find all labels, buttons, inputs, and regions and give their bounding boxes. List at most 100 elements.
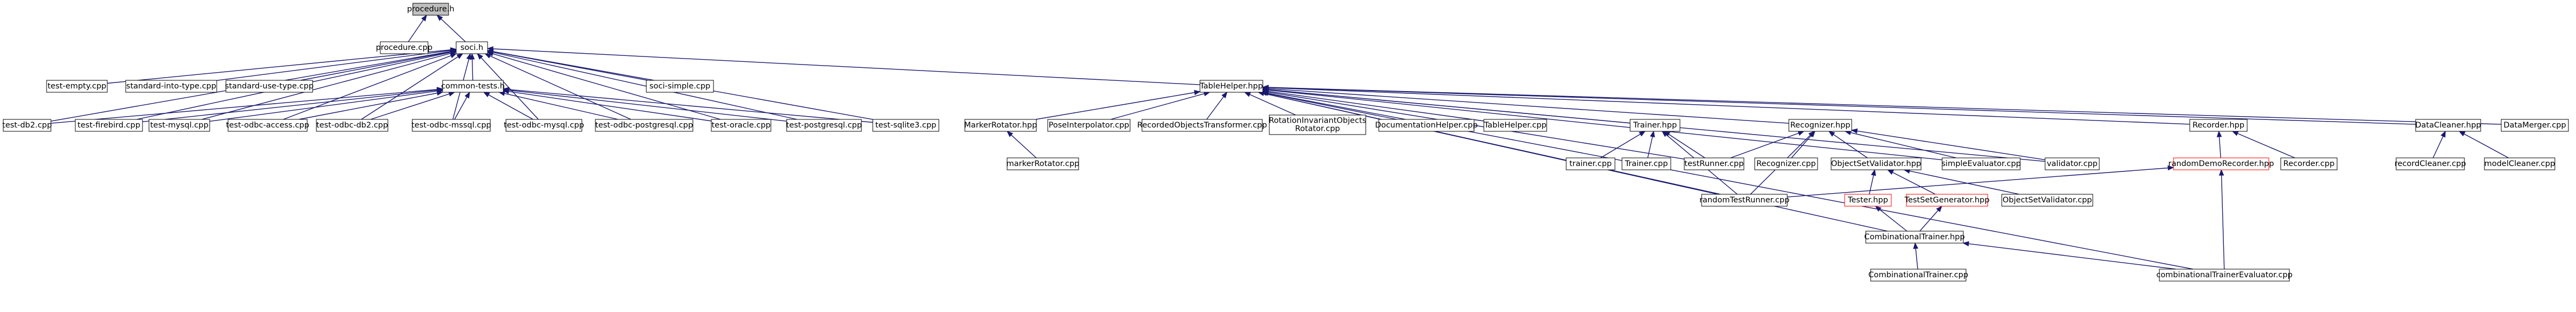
edge-combinational-hpp-to-tsg-hpp [1919,210,1939,232]
arrowhead-recorder-hpp [2231,131,2239,136]
edge-validator-to-recognizer-hpp [1857,130,2046,161]
node-documentation-helper[interactable]: DocumentationHelper.cpp [1375,119,1478,132]
node-combinational-hpp[interactable]: CombinationalTrainer.hpp [1864,231,1965,244]
node-tablehelper-cpp[interactable]: TableHelper.cpp [1483,119,1547,132]
node-label: Recognizer.hpp [1790,121,1851,130]
node-box [872,119,939,132]
node-box [225,80,313,93]
node-label: testRunner.cpp [1684,160,1743,168]
node-random-demo-recorder[interactable]: randomDemoRecorder.hpp [2168,157,2274,170]
node-recorded-transformer[interactable]: RecordedObjectsTransformer.cpp [1137,119,1267,132]
node-test-odbc-mysql[interactable]: test-odbc-mysql.cpp [504,119,584,132]
node-recognizer-hpp[interactable]: Recognizer.hpp [1788,119,1852,132]
node-tsg-hpp[interactable]: TestSetGenerator.hpp [1904,194,1990,207]
node-simple-evaluator[interactable]: simpleEvaluator.cpp [1942,157,2021,170]
node-label: simpleEvaluator.cpp [1942,160,2021,168]
node-osv-cpp[interactable]: ObjectSetValidator.cpp [2001,194,2093,207]
node-test-mysql[interactable]: test-mysql.cpp [148,119,210,132]
node-markerrotator-hpp[interactable]: MarkerRotator.hpp [964,119,1037,132]
node-box [316,119,388,132]
node-label: test-odbc-access.cpp [226,121,309,130]
node-box [1831,157,1922,170]
node-testrunner[interactable]: testRunner.cpp [1684,157,1744,170]
node-box [1199,80,1263,93]
node-label: RecordedObjectsTransformer.cpp [1137,121,1267,130]
node-std-use[interactable]: standard-use-type.cpp [225,80,314,93]
edge-random-demo-recorder-to-recorder-hpp [2218,136,2221,158]
node-test-oracle[interactable]: test-oracle.cpp [711,119,771,132]
node-trainer-hpp[interactable]: Trainer.hpp [1630,119,1680,132]
node-tester-hpp[interactable]: Tester.hpp [1844,194,1892,207]
node-label: TableHelper.cpp [1483,121,1546,130]
node-validator[interactable]: validator.cpp [2045,157,2100,170]
arrowhead-recorder-hpp [2216,130,2222,137]
node-trainer-lc[interactable]: trainer.cpp [1566,157,1615,170]
edge-test-sqlite3-to-common-tests [508,89,873,123]
node-markerrotator-cpp[interactable]: markerRotator.cpp [1007,157,1080,170]
node-test-firebird[interactable]: test-firebird.cpp [75,119,143,132]
arrowhead-random-demo-recorder [2218,169,2224,176]
node-recordcleaner[interactable]: recordCleaner.cpp [2395,157,2466,170]
node-datamerger[interactable]: DataMerger.cpp [2501,119,2569,132]
node-soci-simple[interactable]: soci-simple.cpp [646,80,714,93]
node-soci-h[interactable]: soci.h [456,41,488,54]
node-recorder-hpp[interactable]: Recorder.hpp [2189,119,2248,132]
node-procedure-cpp[interactable]: procedure.cpp [376,41,433,54]
edge-test-mysql-to-common-tests [209,91,438,122]
edge-test-pg-to-common-tests [508,90,787,122]
node-test-odbc-mssql[interactable]: test-odbc-mssql.cpp [411,119,491,132]
node-test-pg[interactable]: test-postgresql.cpp [786,119,862,132]
node-box [646,80,714,93]
edge-datacleaner-hpp-to-tablehelper-hpp [1268,87,2416,125]
node-combinational-cpp[interactable]: CombinationalTrainer.cpp [1868,269,1968,282]
node-random-test-runner[interactable]: randomTestRunner.cpp [1699,194,1789,207]
node-test-odbc-pg[interactable]: test-odbc-postgresql.cpp [595,119,693,132]
node-label: validator.cpp [2047,160,2098,168]
node-modelcleaner[interactable]: modelCleaner.cpp [2484,157,2555,170]
node-box [1269,114,1366,135]
arrowhead-tablehelper-hpp [1221,91,1228,99]
node-test-sqlite3[interactable]: test-sqlite3.cpp [872,119,939,132]
node-test-odbc-access[interactable]: test-odbc-access.cpp [226,119,309,132]
node-box [2045,157,2100,170]
node-label: CombinationalTrainer.hpp [1864,233,1965,241]
edge-osv-hpp-to-recognizer-hpp [1833,134,1868,158]
edge-procedure-cpp-to-procedure-h [408,19,424,42]
edge-recorder-cpp-to-recorder-hpp [2237,133,2295,158]
node-recorder-cpp[interactable]: Recorder.cpp [2280,157,2338,170]
edge-testrunner-to-trainer-hpp [1668,133,1705,158]
node-label: TestSetGenerator.hpp [1904,196,1990,205]
arrowhead-recognizer-hpp [1851,128,1858,134]
arrowhead-markerrotator-hpp [1007,131,1014,137]
edge-testrunner-to-recognizer-hpp [1730,132,1799,158]
node-test-db2[interactable]: test-db2.cpp [2,119,52,132]
node-test-empty[interactable]: test-empty.cpp [46,80,108,93]
node-trainer-uc[interactable]: Trainer.cpp [1621,157,1671,170]
edge-std-use-to-soci-h [300,51,451,81]
edge-recognizer-cpp-to-recognizer-hpp [1791,135,1812,158]
node-std-into[interactable]: standard-into-type.cpp [125,80,217,93]
node-label: Recorder.hpp [2192,121,2244,130]
arrowhead-common-tests [502,87,509,92]
node-poseinterpolator[interactable]: PoseInterpolator.cpp [1047,119,1131,132]
node-common-tests[interactable]: common-tests.h [441,80,505,93]
edge-recognizer-hpp-to-tablehelper-hpp [1268,88,1789,124]
edge-tablehelper-cpp-to-tablehelper-hpp [1268,91,1484,122]
edge-osv-cpp-to-osv-hpp [1909,170,2020,195]
node-osv-hpp[interactable]: ObjectSetValidator.hpp [1831,157,1922,170]
node-tablehelper-hpp[interactable]: TableHelper.hpp [1199,80,1263,93]
node-datacleaner-hpp[interactable]: DataCleaner.hpp [2415,119,2481,132]
edge-trainer-lc-to-trainer-hpp [1600,133,1641,158]
edge-test-odbc-pg-to-soci-h [490,55,631,120]
arrowhead-random-demo-recorder [2168,165,2175,171]
node-box [711,119,771,132]
node-combinational-eval[interactable]: combinationalTrainerEvaluator.cpp [2156,269,2293,282]
node-label: trainer.cpp [1569,160,1612,168]
node-label: RotationInvariantObjects [1269,117,1366,125]
node-label: Trainer.hpp [1633,121,1677,130]
node-procedure-h[interactable]: procedure.h [407,3,455,16]
node-test-odbc-db2[interactable]: test-odbc-db2.cpp [316,119,388,132]
node-label: test-odbc-mysql.cpp [504,121,584,130]
node-recognizer-cpp[interactable]: Recognizer.cpp [1754,157,1818,170]
